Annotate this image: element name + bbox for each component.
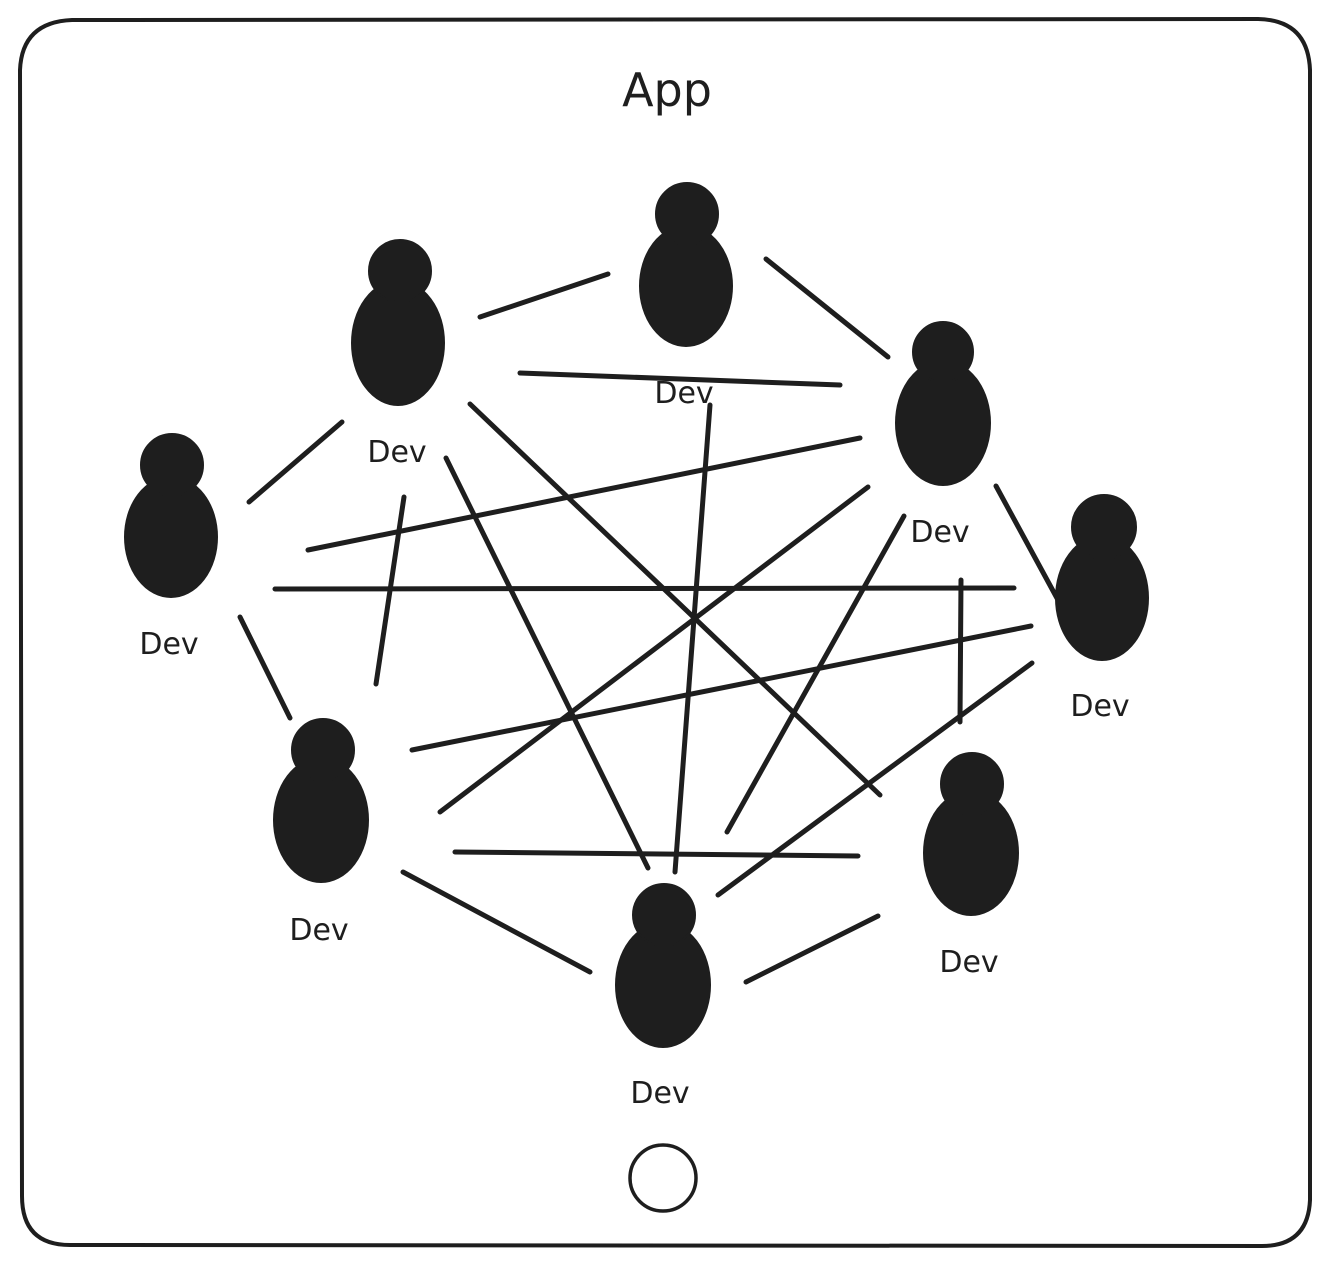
connection-line: [237, 614, 293, 721]
connection-line: [993, 483, 1061, 603]
connection-line: [672, 402, 713, 875]
connection-line: [467, 401, 883, 798]
connection-line: [452, 849, 861, 859]
dev-node: Dev: [351, 239, 445, 470]
person-head: [368, 239, 432, 303]
dev-node: Dev: [639, 182, 733, 411]
person-head: [940, 752, 1004, 816]
person-icon: [615, 883, 711, 1048]
app-title: App: [622, 63, 712, 117]
dev-label: Dev: [654, 376, 713, 411]
connections: [237, 256, 1061, 985]
connection-line: [477, 271, 611, 320]
person-head: [655, 182, 719, 246]
dev-node: Dev: [923, 752, 1019, 980]
dev-label: Dev: [939, 945, 998, 980]
connection-line: [517, 370, 843, 388]
dev-label: Dev: [289, 913, 348, 948]
connection-line: [763, 256, 891, 360]
dev-node: Dev: [1055, 494, 1149, 724]
person-head: [912, 321, 974, 383]
person-head: [632, 883, 696, 947]
dev-label: Dev: [139, 627, 198, 662]
dev-node: Dev: [615, 883, 711, 1111]
person-icon: [273, 718, 369, 883]
person-head: [291, 718, 355, 782]
connection-line: [957, 577, 964, 725]
person-head: [1071, 494, 1137, 560]
connection-line: [443, 455, 651, 871]
dev-node: Dev: [895, 321, 991, 550]
connection-line: [743, 913, 881, 985]
connection-line: [409, 623, 1034, 753]
person-icon: [895, 321, 991, 486]
connection-line: [400, 869, 593, 975]
connection-line: [724, 513, 907, 835]
dev-node: Dev: [124, 433, 218, 662]
connection-line: [437, 484, 871, 815]
home-button-icon[interactable]: [628, 1143, 698, 1213]
person-icon: [1055, 494, 1149, 661]
dev-label: Dev: [367, 435, 426, 470]
dev-label: Dev: [630, 1076, 689, 1111]
person-icon: [923, 752, 1019, 916]
connection-line: [246, 419, 345, 505]
person-head: [140, 433, 204, 497]
dev-node: Dev: [273, 718, 369, 948]
person-icon: [351, 239, 445, 406]
person-icon: [639, 182, 733, 347]
dev-label: Dev: [1070, 689, 1129, 724]
connection-line: [272, 585, 1017, 592]
dev-label: Dev: [910, 515, 969, 550]
person-icon: [124, 433, 218, 598]
device-frame: [18, 17, 1312, 1248]
